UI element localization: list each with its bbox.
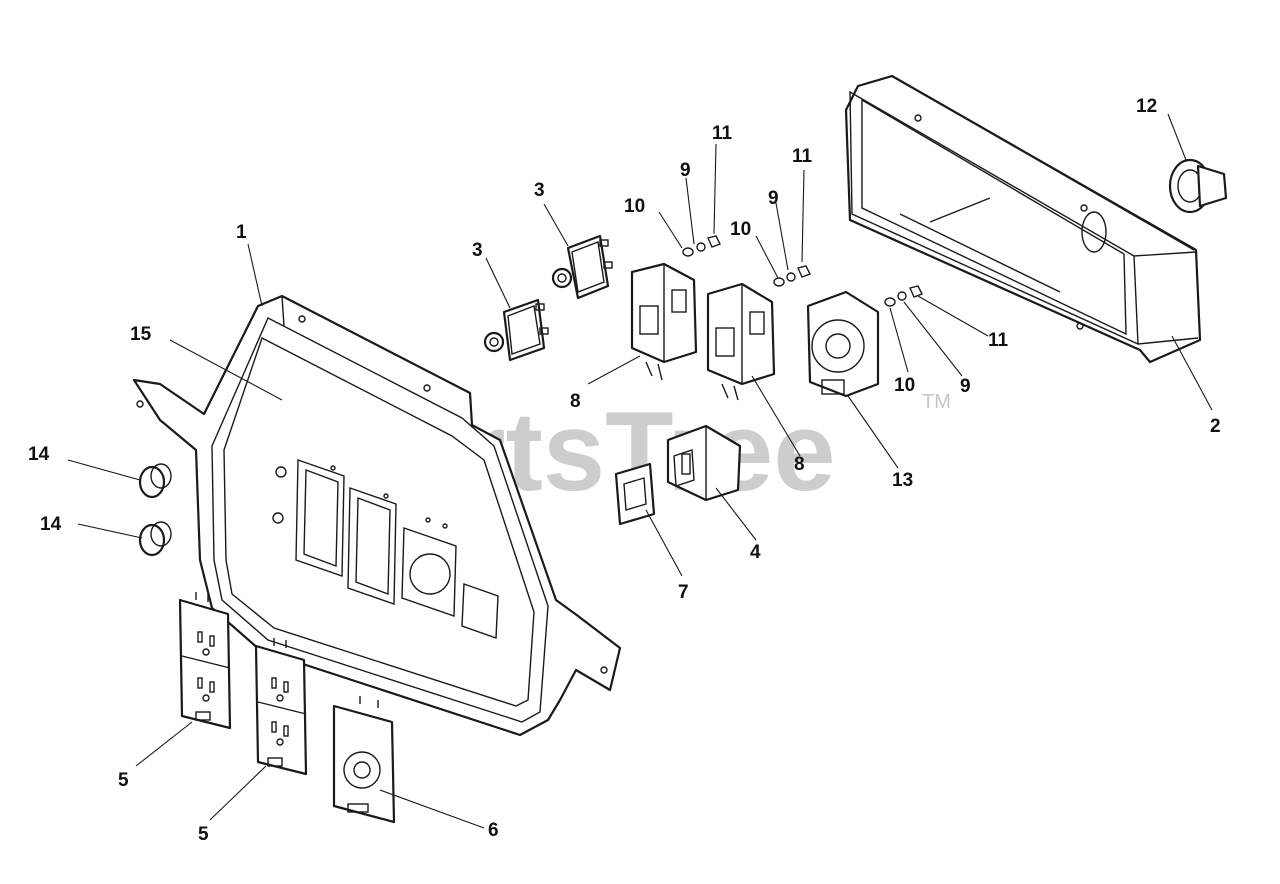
callout-4: 4 [750,542,761,563]
watermark-trademark: TM [922,391,951,413]
knob-plug [1168,158,1228,214]
callout-11-second: 11 [792,146,813,167]
twist-lock-outlet-plate [332,696,396,824]
callout-10-third: 10 [894,375,915,396]
callout-3-upper: 3 [534,180,545,201]
callout-9-third: 9 [960,376,971,397]
callout-13: 13 [892,470,913,491]
gfci-receptacle-right [706,282,776,401]
callout-labels: 1 2 3 3 4 5 5 6 7 8 8 9 9 9 10 10 10 11 … [28,96,1221,845]
callout-6: 6 [488,820,499,841]
circuit-breaker-upper [551,234,613,300]
callout-9-second: 9 [768,188,779,209]
knob-upper [138,463,172,499]
callout-15: 15 [130,324,152,345]
twist-lock-receptacle [806,290,880,398]
callout-12: 12 [1136,96,1157,117]
gfci-receptacle-left [630,262,698,381]
rocker-switch [666,424,742,502]
callout-11-third: 11 [988,330,1009,351]
callout-5-right: 5 [198,824,209,845]
duplex-outlet-left [178,592,232,730]
control-panel-frame [132,294,622,737]
callout-8-right: 8 [794,454,805,475]
callout-3-lower: 3 [472,240,483,261]
callout-2: 2 [1210,416,1221,437]
rear-enclosure-box [844,74,1202,364]
leader-lines [67,113,1213,829]
callout-5-left: 5 [118,770,129,791]
callout-14-lower: 14 [40,514,62,535]
switch-cover [614,462,656,526]
callout-14-upper: 14 [28,444,50,465]
washer-nut-set-1 [682,235,721,257]
circuit-breaker-lower [483,298,549,362]
knob-lower [138,521,172,557]
callout-10-second: 10 [730,219,751,240]
callout-10-first: 10 [624,196,645,217]
callout-11-first: 11 [712,123,733,144]
washer-nut-set-2 [773,265,811,287]
callout-8-left: 8 [570,391,581,412]
duplex-outlet-right [254,638,308,776]
callout-9-first: 9 [680,160,691,181]
callout-7: 7 [678,582,689,603]
washer-nut-set-3 [884,285,923,307]
callout-1: 1 [236,222,247,243]
